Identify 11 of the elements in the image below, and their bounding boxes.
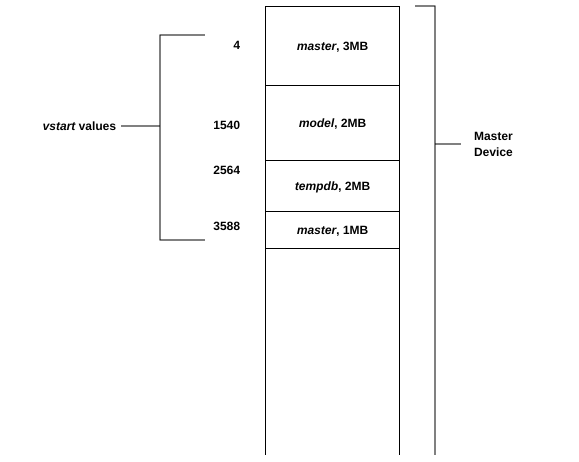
value-label: 2564 bbox=[213, 162, 240, 178]
segment-label: master, 3MB bbox=[296, 39, 368, 53]
value-label: Master Device bbox=[474, 128, 514, 160]
value-label: 4 bbox=[233, 37, 240, 53]
device-column bbox=[265, 6, 400, 455]
value-label: vstart values bbox=[42, 118, 116, 134]
value-label: 1540 bbox=[213, 117, 240, 133]
value-label: 3588 bbox=[213, 218, 240, 234]
segment-label: tempdb, 2MB bbox=[294, 179, 370, 193]
segment-label: master, 1MB bbox=[296, 223, 368, 237]
segment-label: model, 2MB bbox=[298, 116, 366, 130]
